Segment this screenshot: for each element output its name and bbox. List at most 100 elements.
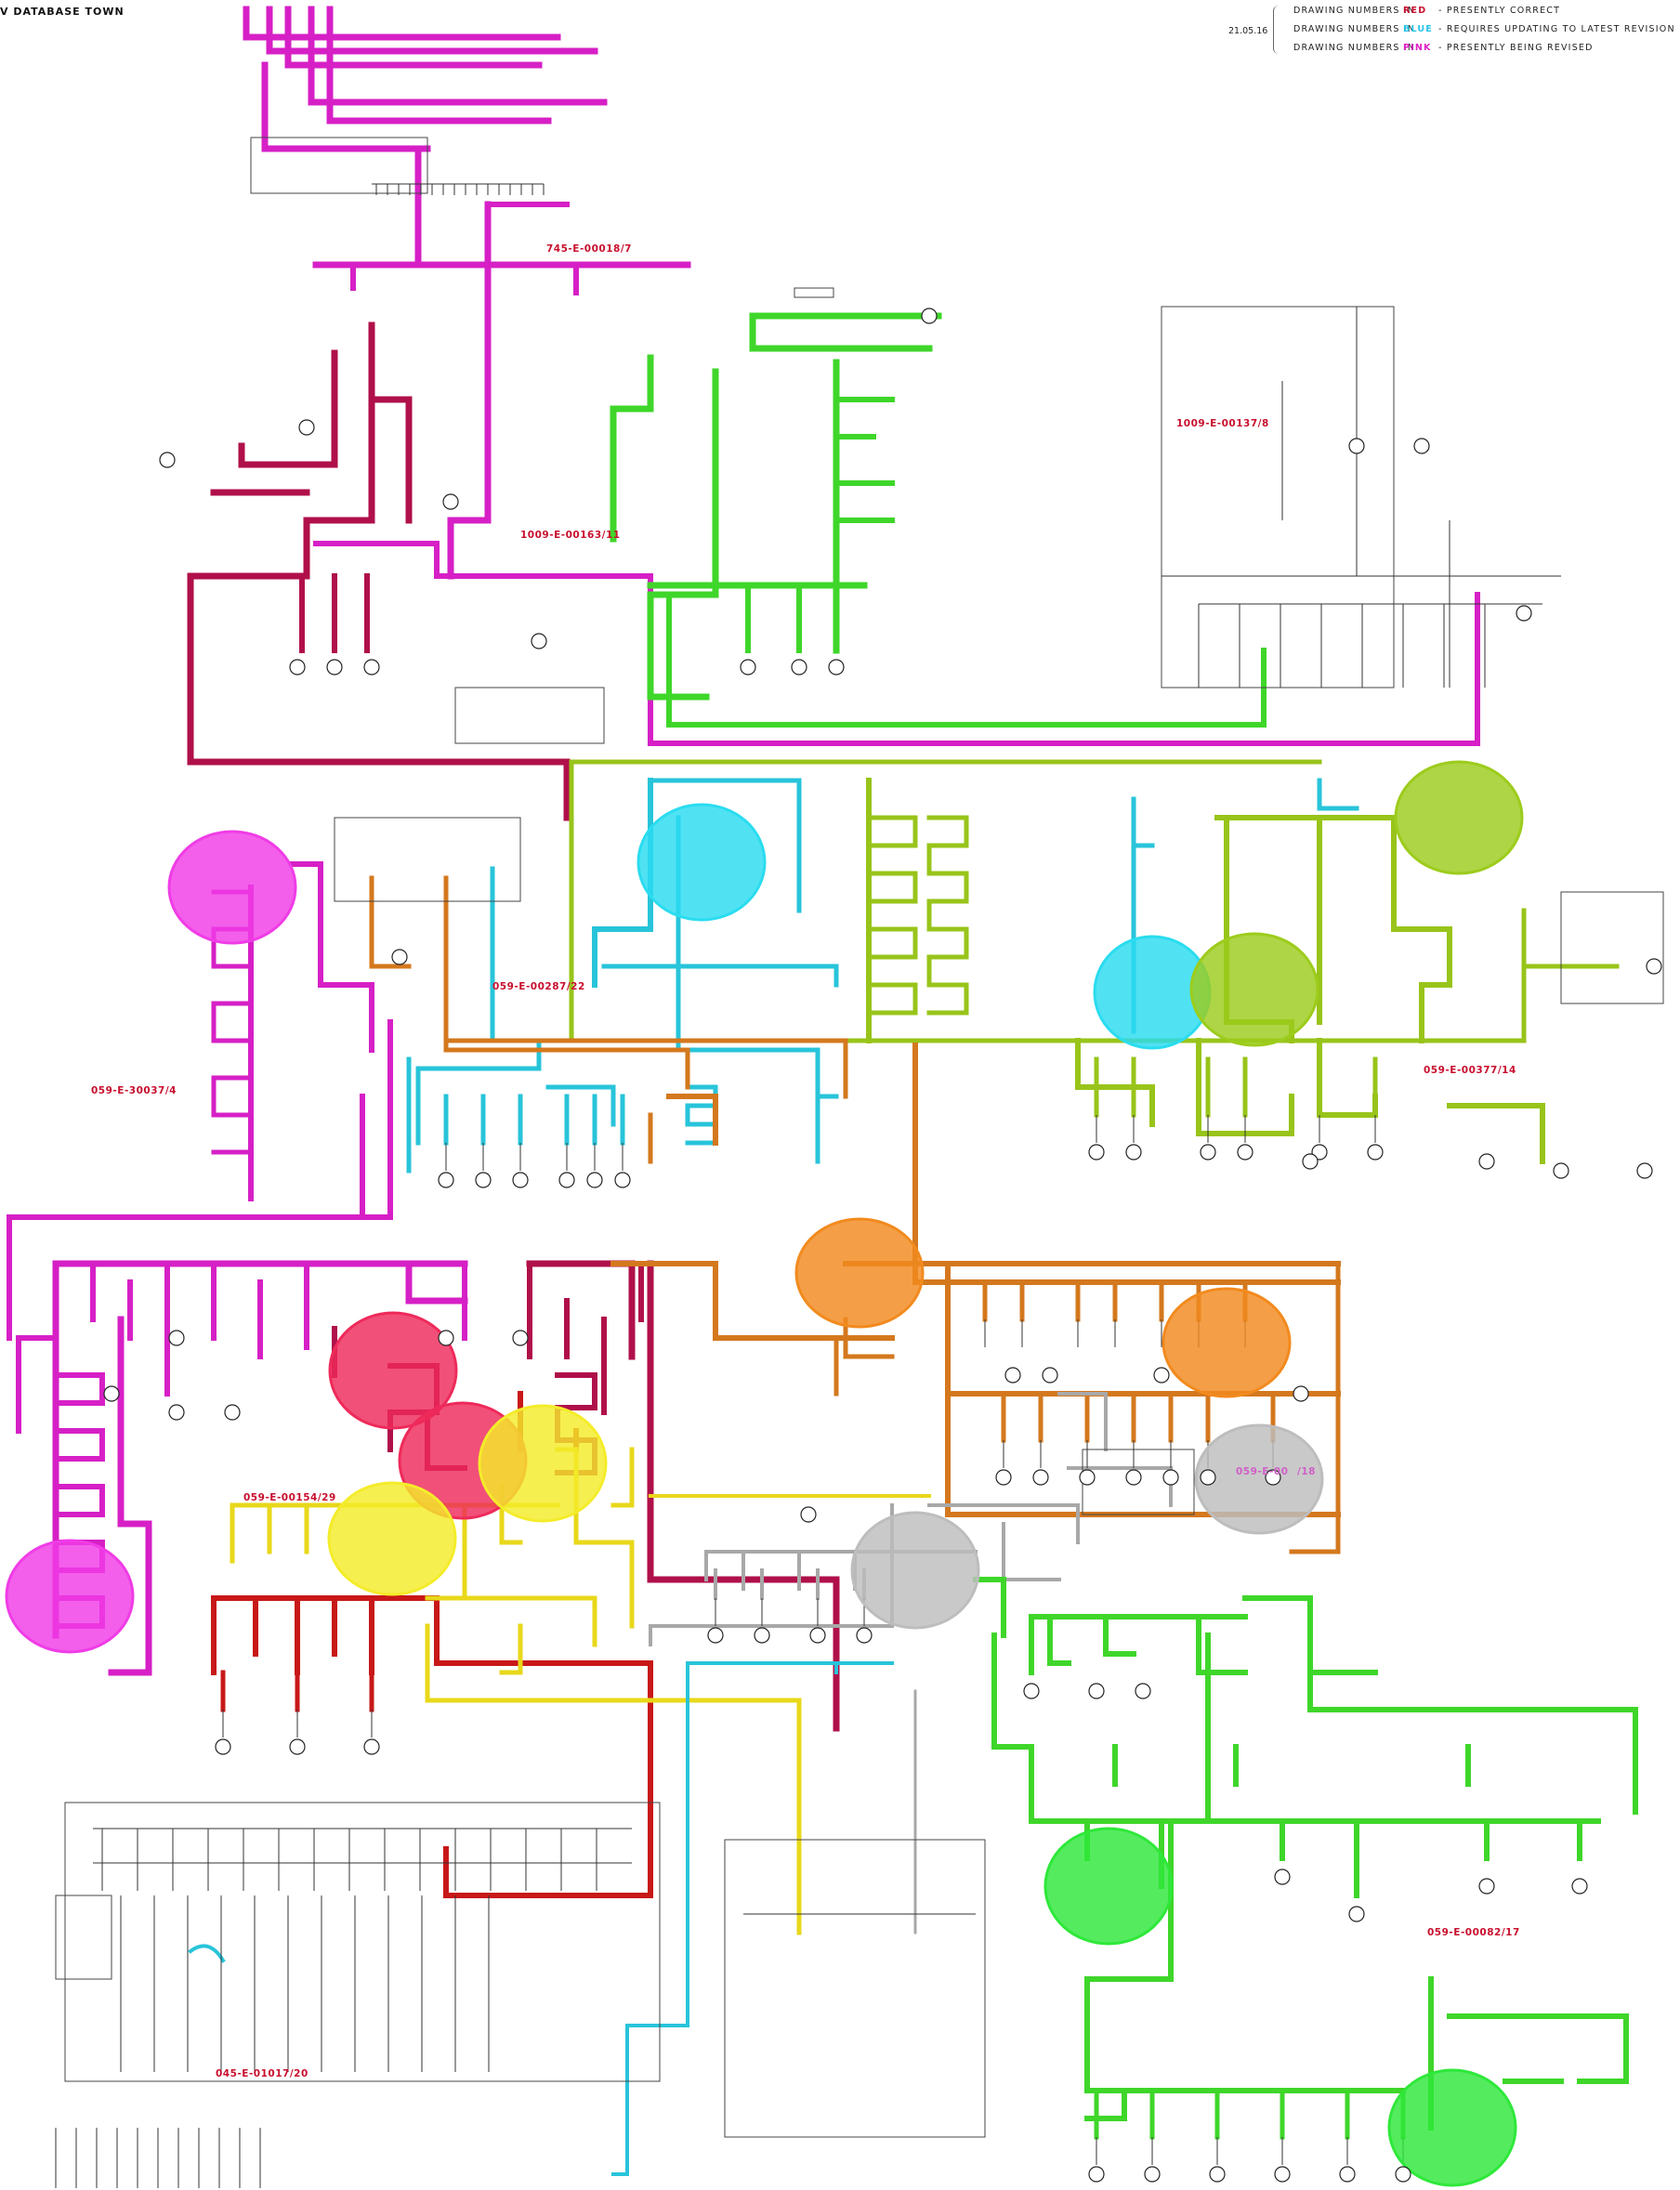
gray-wire (927, 1503, 1080, 1544)
gray-marker-1 (850, 1511, 980, 1630)
motor-symbol (1032, 1469, 1049, 1486)
magenta-wire (447, 201, 492, 580)
orange-wire (443, 1038, 848, 1099)
cyan-wire (415, 866, 542, 1146)
magenta-marker-1 (167, 830, 297, 945)
motor-symbol (1042, 1367, 1058, 1384)
crimson-wire (601, 1261, 644, 1322)
motor-symbol (363, 659, 380, 675)
motor-symbol (298, 419, 315, 436)
cyan-wire (686, 1661, 838, 1674)
orange-wire (369, 875, 412, 969)
motor-symbol (1079, 1469, 1096, 1486)
panel-outline (724, 1839, 986, 2138)
lime-ladder (866, 815, 918, 1016)
yellow-marker-2 (327, 1481, 457, 1596)
magenta-wire (434, 573, 1480, 746)
panel-outline (55, 1895, 112, 1980)
green-ladder (1084, 2088, 1127, 2121)
motor-symbol (1209, 2166, 1226, 2183)
orange-marker-1 (794, 1217, 925, 1329)
motor-symbol (1553, 1162, 1569, 1179)
symbol-layer (103, 308, 1662, 2183)
green-marker-1 (1043, 1827, 1174, 1946)
green-marker-2 (1387, 2068, 1517, 2187)
magenta-wire (108, 1316, 152, 1676)
motor-symbol (1237, 1144, 1253, 1161)
lime-marker-1 (1394, 760, 1524, 875)
legend-desc: - PRESENTLY CORRECT (1438, 6, 1561, 16)
motor-symbol (215, 1738, 231, 1755)
motor-symbol (1367, 1144, 1384, 1161)
cyan-wire (545, 1084, 616, 1127)
motor-symbol (363, 1738, 380, 1755)
motor-symbol (1339, 2166, 1356, 2183)
magenta-wire (313, 541, 440, 579)
legend-prefix: DRAWING NUMBERS IN (1293, 24, 1416, 34)
motor-symbol (1088, 1144, 1105, 1161)
lime-wire (569, 759, 1527, 1043)
motor-symbol (512, 1172, 529, 1188)
legend-date: 21.05.16 (1228, 26, 1268, 36)
magenta-wire (308, 6, 608, 106)
green-wire (1047, 1614, 1071, 1666)
gray-wire (1002, 1522, 1061, 1581)
legend-desc: - REQUIRES UPDATING TO LATEST REVISION (1438, 24, 1675, 34)
ref-745-E-00018: 745-E-00018/7 (546, 243, 632, 255)
lime-wire (1447, 1103, 1545, 1164)
motor-symbol (1348, 1906, 1365, 1922)
motor-symbol (1413, 438, 1430, 454)
green-wire (991, 1633, 1601, 1824)
cyan-marker-1 (637, 803, 767, 922)
cyan-wire (188, 1944, 226, 1963)
motor-symbol (1135, 1683, 1151, 1699)
marker-layer (5, 760, 1524, 2187)
motor-symbol (1516, 605, 1532, 622)
cyan-wire (648, 778, 802, 913)
motor-symbol (791, 659, 807, 675)
motor-symbol (1200, 1469, 1216, 1486)
motor-symbol (1125, 1144, 1142, 1161)
cyan-wire (601, 964, 839, 988)
motor-symbol (103, 1385, 120, 1402)
motor-symbol (1293, 1385, 1309, 1402)
legend-row-blue: DRAWING NUMBERS INBLUE - REQUIRES UPDATIN… (1293, 24, 1675, 34)
legend-key-blue: BLUE (1403, 24, 1433, 34)
motor-symbol (558, 1172, 575, 1188)
motor-symbol (1571, 1878, 1588, 1895)
magenta-wire (326, 6, 552, 125)
motor-symbol (1153, 1367, 1170, 1384)
gray-marker-2 (1194, 1423, 1324, 1535)
legend-key-pink: PINK (1403, 43, 1432, 53)
legend-desc: - PRESENTLY BEING REVISED (1438, 43, 1594, 53)
motor-symbol (1004, 1367, 1021, 1384)
motor-symbol (856, 1627, 873, 1644)
motor-symbol (438, 1330, 454, 1346)
drawing-outline (1161, 306, 1395, 688)
legend: 21.05.16 DRAWING NUMBERS INRED- PRESENTL… (1228, 4, 1680, 59)
ref-059-E-00082: 059-E-00082/17 (1427, 1927, 1520, 1938)
lime-wire (1391, 926, 1452, 1043)
motor-symbol (1162, 1469, 1179, 1486)
ref-059-E-00-pink: 059-E-00 (1236, 1466, 1289, 1477)
motor-symbol (1478, 1878, 1495, 1895)
motor-symbol (168, 1330, 185, 1346)
motor-symbol (1274, 1869, 1291, 1885)
lime-wire (1317, 1038, 1378, 1118)
crimson-wire (238, 349, 338, 468)
green-wire (666, 592, 1267, 728)
motor-symbol (438, 1172, 454, 1188)
drawing-outline (64, 1802, 661, 2082)
wire-layer (7, 6, 1638, 2176)
orange-wire (1289, 1261, 1341, 1554)
motor-symbol (475, 1172, 492, 1188)
title-box (794, 287, 834, 298)
motor-symbol (289, 1738, 306, 1755)
motor-symbol (1088, 2166, 1105, 2183)
orange-wire (666, 1094, 718, 1146)
motor-symbol (614, 1172, 631, 1188)
yellow-wire (499, 1623, 523, 1675)
motor-symbol (1265, 1469, 1281, 1486)
motor-symbol (707, 1627, 724, 1644)
